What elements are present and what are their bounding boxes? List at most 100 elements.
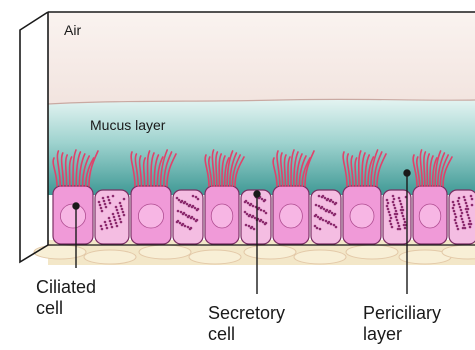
nucleus [211,204,233,228]
granule [118,215,121,218]
granule [386,199,389,202]
granule [321,206,324,209]
granule [111,226,114,229]
granule [318,195,321,198]
tissue-blob [346,245,398,259]
granule [260,219,263,222]
periciliary-label-line2: layer [363,324,402,344]
granule [109,220,112,223]
granule [245,224,248,227]
granule [464,199,467,202]
ciliated-pointer [73,203,79,209]
granule [100,225,103,228]
granule [183,212,186,215]
left-face [20,12,48,262]
granule [194,207,197,210]
granule [107,196,110,199]
granule [457,200,460,203]
secretory-label-line2: cell [208,324,235,344]
granule [100,207,103,210]
granule [112,213,115,216]
granule [323,208,326,211]
granule [264,199,267,202]
granule [462,221,465,224]
granule [190,227,193,230]
granule [110,223,113,226]
granule [189,204,192,207]
granule [176,197,179,200]
granule [192,195,195,198]
granule [401,212,404,215]
granule [463,196,466,199]
granule [193,218,196,221]
granule [263,210,266,213]
secretory-cell [95,190,129,244]
granule [465,208,468,211]
granule [329,210,332,213]
nucleus [280,204,303,228]
granule [390,217,393,220]
granule [186,203,189,206]
granule [187,226,190,229]
granule [248,225,251,228]
granule [387,202,390,205]
tissue-blob [189,250,241,264]
granule [265,212,268,215]
nucleus [350,204,374,228]
granule [99,204,102,207]
granule [394,207,397,210]
nucleus [419,204,441,228]
granule [459,206,462,209]
granule [315,214,318,217]
granule [109,202,112,205]
granule [393,204,396,207]
granule [468,217,471,220]
granule [254,217,257,220]
granule [469,226,472,229]
granule [265,222,268,225]
granule [101,228,104,231]
granule [396,219,399,222]
granule [403,218,406,221]
granule [114,219,117,222]
granule [116,209,119,212]
granule [117,212,120,215]
secretory-label-line1: Secretory [208,303,285,323]
granule [120,221,123,224]
granule [463,224,466,227]
granule [466,211,469,214]
air-region [48,12,475,104]
granule [180,211,183,214]
ciliated-label-line1: Ciliated [36,277,96,297]
granule [471,198,474,201]
tissue-blob [84,250,136,264]
granule [251,226,254,229]
granule [181,200,184,203]
granule [392,201,395,204]
periciliary-label-line1: Periciliary [363,303,441,323]
granule [453,210,456,213]
granule [177,220,180,223]
granule [404,227,407,230]
granule [106,227,109,230]
granule [387,208,390,211]
granule [326,209,329,212]
granule [102,197,105,200]
granule [260,209,263,212]
granule [460,215,463,218]
granule [332,201,335,204]
granule [116,225,119,228]
granule [179,222,182,225]
granule [195,196,198,199]
granule [108,217,111,220]
granule [453,204,456,207]
air-label: Air [64,22,81,38]
granule [261,198,264,201]
granule [469,220,472,223]
granule [98,201,101,204]
granule [334,213,337,216]
secretory-cell [311,190,341,244]
granule [322,195,325,198]
